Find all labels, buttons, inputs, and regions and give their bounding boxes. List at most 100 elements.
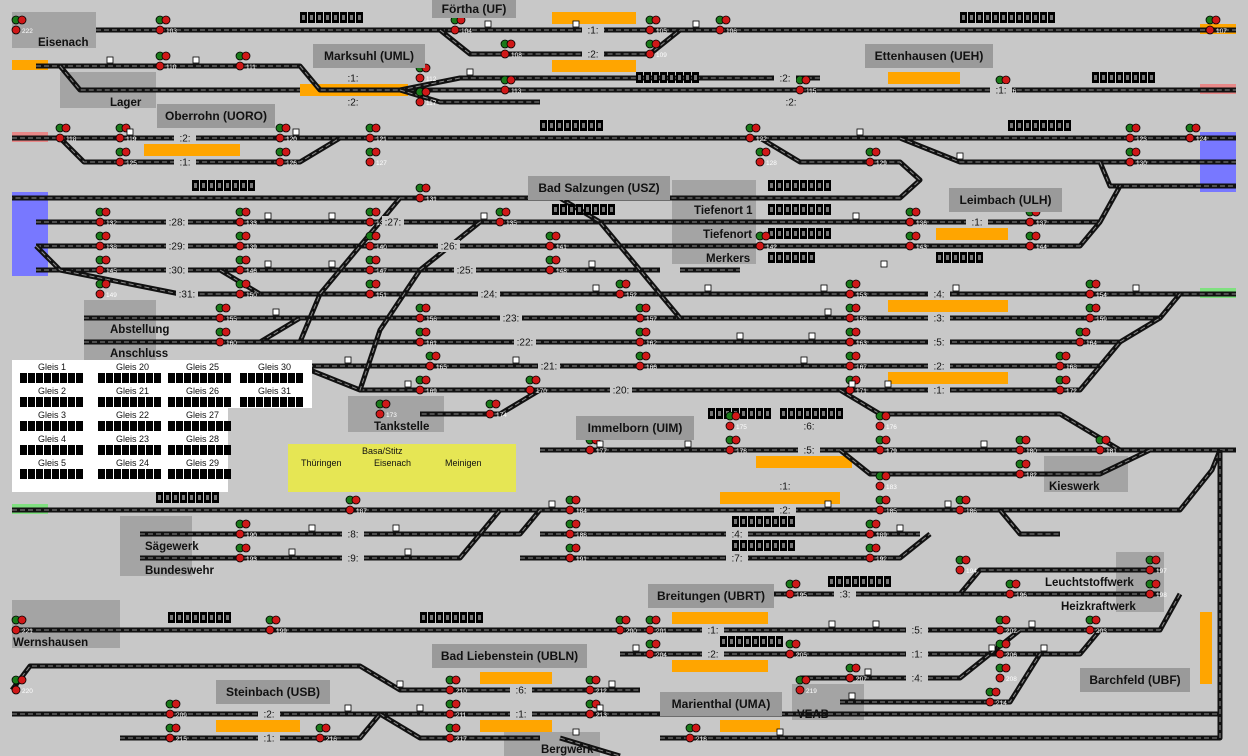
switch-marker[interactable] (588, 260, 596, 268)
legend-led[interactable] (98, 469, 105, 479)
switch-marker[interactable] (896, 524, 904, 532)
switch-marker[interactable] (416, 704, 424, 712)
track-number[interactable]: :2: (707, 650, 718, 661)
switch-marker[interactable] (272, 308, 280, 316)
legend-led[interactable] (20, 469, 27, 479)
main-signal[interactable] (365, 157, 375, 167)
legend-led[interactable] (20, 397, 27, 407)
station-leimbach[interactable]: Leimbach (ULH) (949, 188, 1062, 212)
legend-led[interactable] (208, 469, 215, 479)
switch-marker[interactable] (856, 128, 864, 136)
legend-led[interactable] (216, 397, 223, 407)
legend-led[interactable] (138, 421, 145, 431)
legend-led[interactable] (200, 445, 207, 455)
station-barchfeld[interactable]: Barchfeld (UBF) (1080, 668, 1190, 692)
main-signal[interactable] (635, 337, 645, 347)
legend-led[interactable] (224, 421, 231, 431)
switch-marker[interactable] (396, 680, 404, 688)
main-signal[interactable] (635, 361, 645, 371)
main-signal[interactable] (1185, 133, 1195, 143)
main-signal[interactable] (1145, 589, 1155, 599)
main-signal[interactable] (565, 505, 575, 515)
legend-led[interactable] (122, 373, 129, 383)
main-signal[interactable] (645, 649, 655, 659)
legend-led[interactable] (76, 397, 83, 407)
legend-led[interactable] (216, 421, 223, 431)
legend-led[interactable] (114, 445, 121, 455)
track-number[interactable]: :2: (347, 98, 358, 109)
legend-led[interactable] (240, 397, 247, 407)
main-signal[interactable] (415, 313, 425, 323)
legend-led[interactable] (60, 421, 67, 431)
main-signal[interactable] (545, 241, 555, 251)
track-number[interactable]: :1: (707, 626, 718, 637)
legend-led[interactable] (184, 421, 191, 431)
place-kieswerk[interactable]: Kieswerk (1049, 481, 1100, 493)
main-signal[interactable] (525, 385, 535, 395)
switch-marker[interactable] (264, 260, 272, 268)
switch-marker[interactable] (288, 548, 296, 556)
legend-led[interactable] (130, 421, 137, 431)
legend-led[interactable] (36, 445, 43, 455)
legend-led[interactable] (176, 469, 183, 479)
track-number[interactable]: :3: (839, 590, 850, 601)
main-signal[interactable] (235, 553, 245, 563)
track-number[interactable]: :29: (169, 242, 186, 253)
track-number[interactable]: :2: (587, 50, 598, 61)
switch-marker[interactable] (884, 380, 892, 388)
switch-marker[interactable] (466, 68, 474, 76)
legend-led[interactable] (76, 373, 83, 383)
main-signal[interactable] (165, 709, 175, 719)
place-heizkraftwerk[interactable]: Heizkraftwerk (1061, 601, 1136, 613)
track-number[interactable]: :4: (731, 530, 742, 541)
legend-led[interactable] (216, 445, 223, 455)
place-bundeswehr[interactable]: Bundeswehr (145, 565, 215, 577)
switch-marker[interactable] (344, 704, 352, 712)
legend-led[interactable] (224, 469, 231, 479)
track-number[interactable]: :22: (517, 338, 534, 349)
main-signal[interactable] (1205, 25, 1215, 35)
basa-item-eisenach[interactable]: Eisenach (374, 458, 412, 468)
main-signal[interactable] (1025, 217, 1035, 227)
main-signal[interactable] (615, 289, 625, 299)
legend-led[interactable] (52, 421, 59, 431)
legend-led[interactable] (248, 373, 255, 383)
legend-led[interactable] (122, 469, 129, 479)
main-signal[interactable] (545, 265, 555, 275)
main-signal[interactable] (500, 85, 510, 95)
legend-led[interactable] (60, 469, 67, 479)
legend-led[interactable] (20, 445, 27, 455)
legend-led[interactable] (28, 469, 35, 479)
switch-marker[interactable] (776, 728, 784, 736)
track-number[interactable]: :30: (169, 266, 186, 277)
legend-led[interactable] (114, 373, 121, 383)
main-signal[interactable] (845, 313, 855, 323)
switch-marker[interactable] (820, 284, 828, 292)
main-signal[interactable] (485, 409, 495, 419)
main-signal[interactable] (365, 265, 375, 275)
track-number[interactable]: :20: (613, 386, 630, 397)
legend-led[interactable] (154, 397, 161, 407)
legend-led[interactable] (36, 397, 43, 407)
track-number[interactable]: :1: (911, 650, 922, 661)
track-number[interactable]: :2: (779, 506, 790, 517)
track-number[interactable]: :21: (541, 362, 558, 373)
main-signal[interactable] (875, 481, 885, 491)
switch-marker[interactable] (292, 128, 300, 136)
switch-marker[interactable] (608, 680, 616, 688)
main-signal[interactable] (265, 625, 275, 635)
track-number[interactable]: :24: (481, 290, 498, 301)
main-signal[interactable] (865, 553, 875, 563)
switch-marker[interactable] (952, 284, 960, 292)
switch-marker[interactable] (548, 500, 556, 508)
place-tankstelle[interactable]: Tankstelle (374, 421, 430, 433)
switch-marker[interactable] (596, 440, 604, 448)
switch-marker[interactable] (404, 548, 412, 556)
legend-led[interactable] (114, 421, 121, 431)
switch-marker[interactable] (404, 380, 412, 388)
switch-marker[interactable] (572, 728, 580, 736)
main-signal[interactable] (445, 733, 455, 743)
track-number[interactable]: :1: (515, 710, 526, 721)
legend-led[interactable] (20, 421, 27, 431)
legend-led[interactable] (106, 469, 113, 479)
